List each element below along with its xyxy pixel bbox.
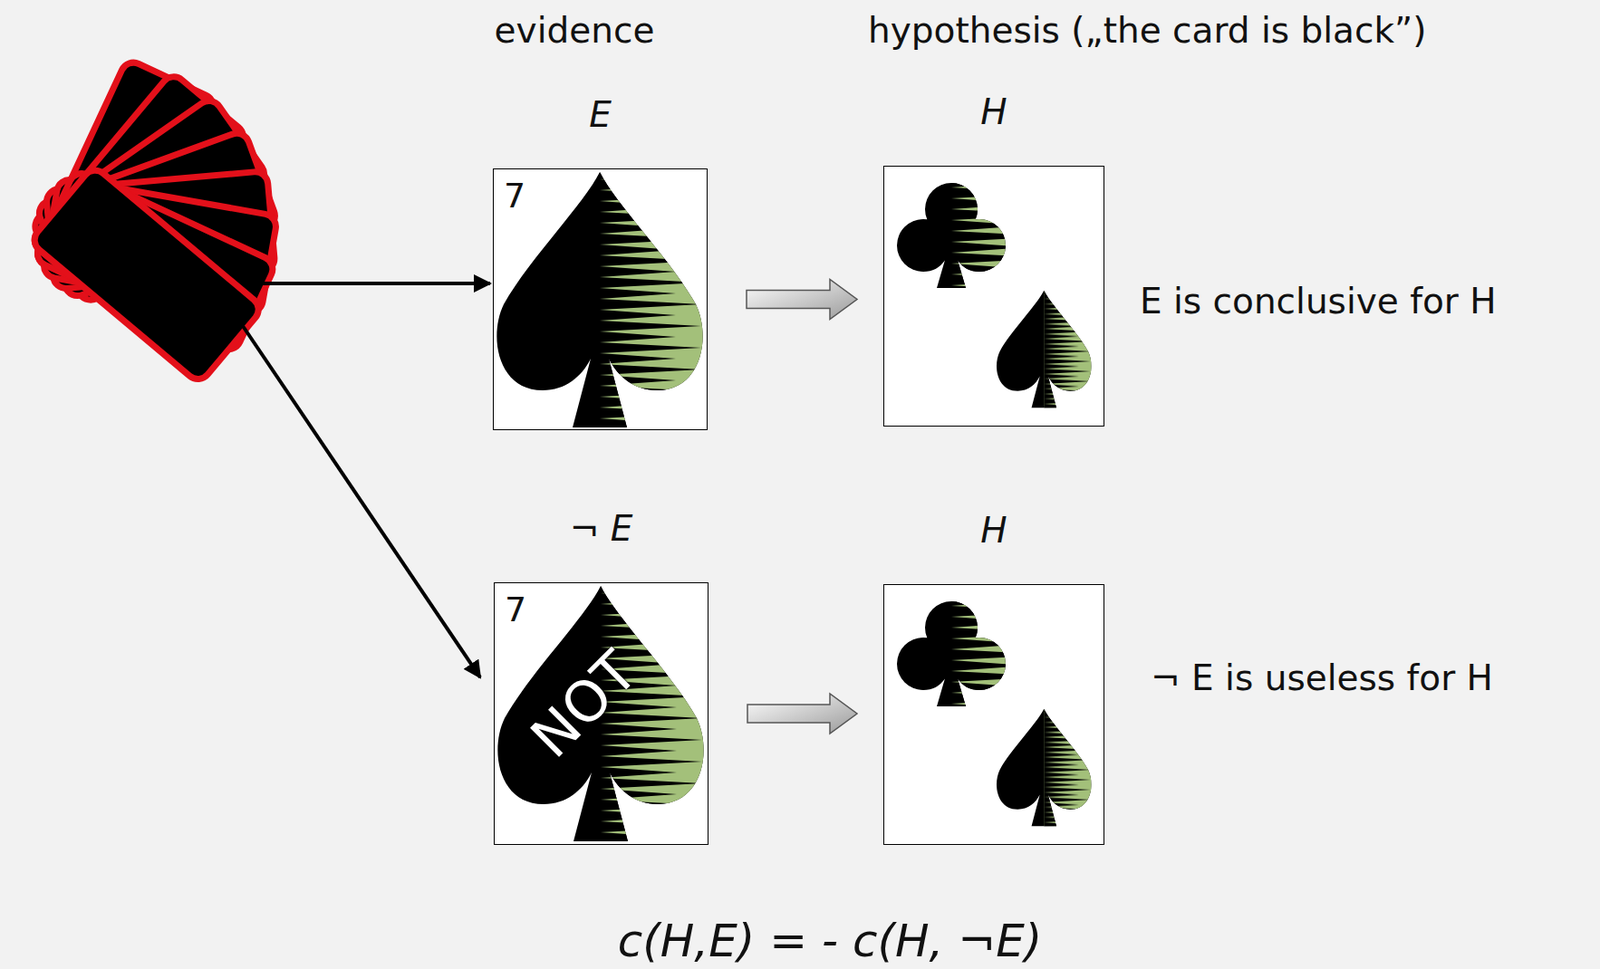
negation-stamp: NOT: [521, 642, 647, 768]
card-box: E7: [492, 168, 708, 431]
block-arrow: [747, 693, 858, 734]
result-note: ¬ E is useless for H: [1150, 658, 1494, 700]
card-rank: 7: [504, 592, 527, 627]
card-rank: 7: [503, 178, 526, 213]
formula: c(H,E) = - c(H, ¬E): [617, 915, 1043, 969]
club-symbol: [844, 165, 1062, 712]
card-heading: H: [884, 92, 1104, 134]
card-box: H: [883, 584, 1105, 846]
card-heading: H: [884, 510, 1104, 552]
result-note: E is conclusive for H: [1139, 281, 1497, 323]
card-faces: [492, 165, 1105, 846]
spade-symbol: [492, 168, 1095, 846]
draw-arrow: [242, 283, 491, 678]
card-heading: E: [493, 95, 707, 136]
card-box: ¬ E7NOT: [493, 582, 709, 846]
card-heading: ¬ E: [494, 509, 708, 550]
card-deck: [29, 58, 280, 386]
column-heading: hypothesis („the card is black”): [867, 10, 1427, 52]
block-arrow: [746, 279, 858, 320]
card-box: H: [883, 165, 1105, 427]
column-heading: evidence: [494, 10, 656, 52]
